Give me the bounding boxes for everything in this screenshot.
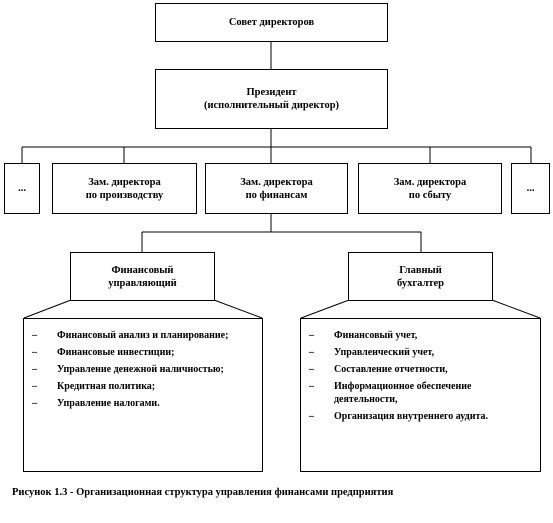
list-item: Управленческий учет,	[309, 346, 532, 359]
board-of-directors-box: Совет директоров	[155, 3, 388, 42]
left-ellipsis-label: ...	[18, 183, 26, 194]
deputy-sales-line1: Зам. директора	[393, 176, 467, 188]
list-item: Финансовый учет,	[309, 329, 532, 342]
deputy-production-box: Зам. директора по производству	[52, 163, 197, 214]
figure-caption: Рисунок 1.3 - Организационная структура …	[12, 487, 394, 498]
chief-accountant-line1: Главный	[399, 264, 442, 276]
deputy-production-line1: Зам. директора	[88, 176, 161, 188]
list-item: Управление налогами.	[32, 397, 254, 410]
list-item: Организация внутреннего аудита.	[309, 410, 532, 423]
list-item: Управление денежной наличностью;	[32, 363, 254, 376]
chief-accountant-duties: Финансовый учет, Управленческий учет, Со…	[300, 318, 541, 472]
deputy-sales-box: Зам. директора по сбыту	[358, 163, 502, 214]
deputy-finance-box: Зам. директора по финансам	[205, 163, 348, 214]
connector-fm-left-diag	[23, 299, 72, 319]
list-item: Кредитная политика;	[32, 380, 254, 393]
right-ellipsis-box: ...	[511, 163, 550, 214]
board-of-directors-label: Совет директоров	[228, 17, 315, 28]
connector-fm-right-diag	[213, 299, 263, 319]
financial-manager-line1: Финансовый	[111, 264, 174, 276]
deputy-finance-line2: по финансам	[245, 189, 308, 201]
deputy-sales-line2: по сбыту	[408, 189, 452, 201]
list-item: Финансовые инвестиции;	[32, 346, 254, 359]
deputy-finance-line1: Зам. директора	[240, 176, 313, 188]
list-item: Финансовый анализ и планирование;	[32, 329, 254, 342]
president-box: Президент (исполнительный директор)	[155, 69, 388, 129]
list-item: Составление отчетности,	[309, 363, 532, 376]
right-ellipsis-label: ...	[526, 183, 535, 194]
president-title: Президент	[246, 87, 297, 98]
financial-manager-line2: управляющий	[108, 277, 177, 289]
left-ellipsis-box: ...	[4, 163, 40, 214]
deputy-production-line2: по производству	[85, 189, 164, 201]
financial-manager-box: Финансовый управляющий	[70, 252, 215, 301]
connector-ca-right-diag	[491, 299, 541, 319]
connector-ca-left-diag	[300, 299, 350, 319]
financial-manager-duties: Финансовый анализ и планирование; Финанс…	[23, 318, 263, 472]
chief-accountant-line2: бухгалтер	[396, 277, 444, 289]
president-subtitle: (исполнительный директор)	[203, 100, 340, 111]
list-item: Информационное обеспечение деятельности,	[309, 380, 532, 406]
chief-accountant-box: Главный бухгалтер	[348, 252, 493, 301]
